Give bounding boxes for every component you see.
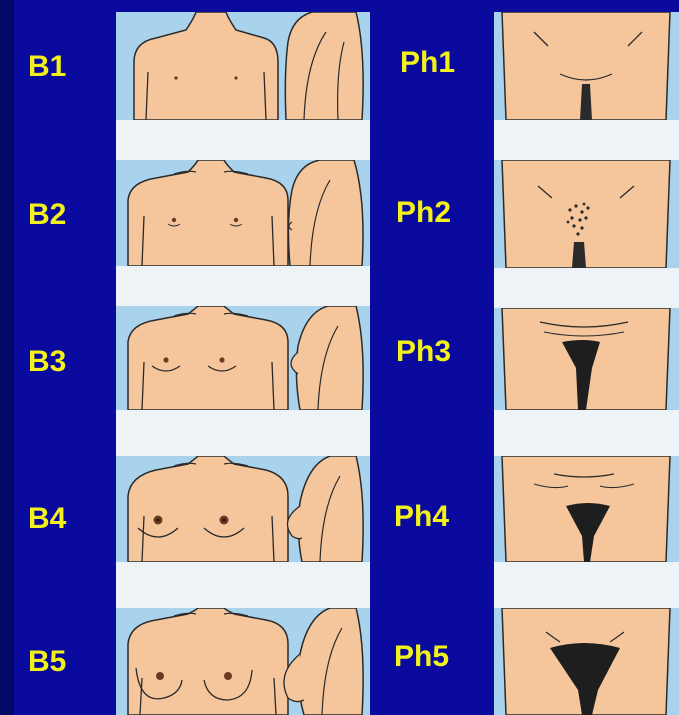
pubic-stage-3-illustration bbox=[494, 308, 679, 410]
stage-label-b3: B3 bbox=[28, 345, 66, 379]
separator bbox=[116, 120, 370, 160]
stage-label-ph5: Ph5 bbox=[394, 640, 449, 674]
separator bbox=[116, 562, 370, 608]
stage-label-b2: B2 bbox=[28, 198, 66, 232]
breast-stage-5-illustration bbox=[116, 608, 370, 715]
pubic-stage-5-illustration bbox=[494, 608, 679, 715]
separator bbox=[116, 266, 370, 306]
stage-label-ph2: Ph2 bbox=[396, 196, 451, 230]
stage-label-ph4: Ph4 bbox=[394, 500, 449, 534]
separator bbox=[494, 410, 679, 456]
breast-stage-3-illustration bbox=[116, 306, 370, 410]
pubic-stage-2-illustration bbox=[494, 160, 679, 268]
breast-stage-1-illustration bbox=[116, 12, 370, 120]
pubic-stage-4-illustration bbox=[494, 456, 679, 562]
separator bbox=[494, 120, 679, 160]
stage-label-b5: B5 bbox=[28, 645, 66, 679]
breast-stage-2-illustration bbox=[116, 160, 370, 266]
pubic-stage-1-illustration bbox=[494, 12, 679, 120]
separator bbox=[494, 562, 679, 608]
stage-label-b4: B4 bbox=[28, 502, 66, 536]
stage-label-ph3: Ph3 bbox=[396, 335, 451, 369]
breast-stage-4-illustration bbox=[116, 456, 370, 562]
stage-label-b1: B1 bbox=[28, 50, 66, 84]
separator bbox=[116, 410, 370, 456]
separator bbox=[494, 268, 679, 308]
left-edge-strip bbox=[0, 0, 14, 715]
stage-label-ph1: Ph1 bbox=[400, 46, 455, 80]
